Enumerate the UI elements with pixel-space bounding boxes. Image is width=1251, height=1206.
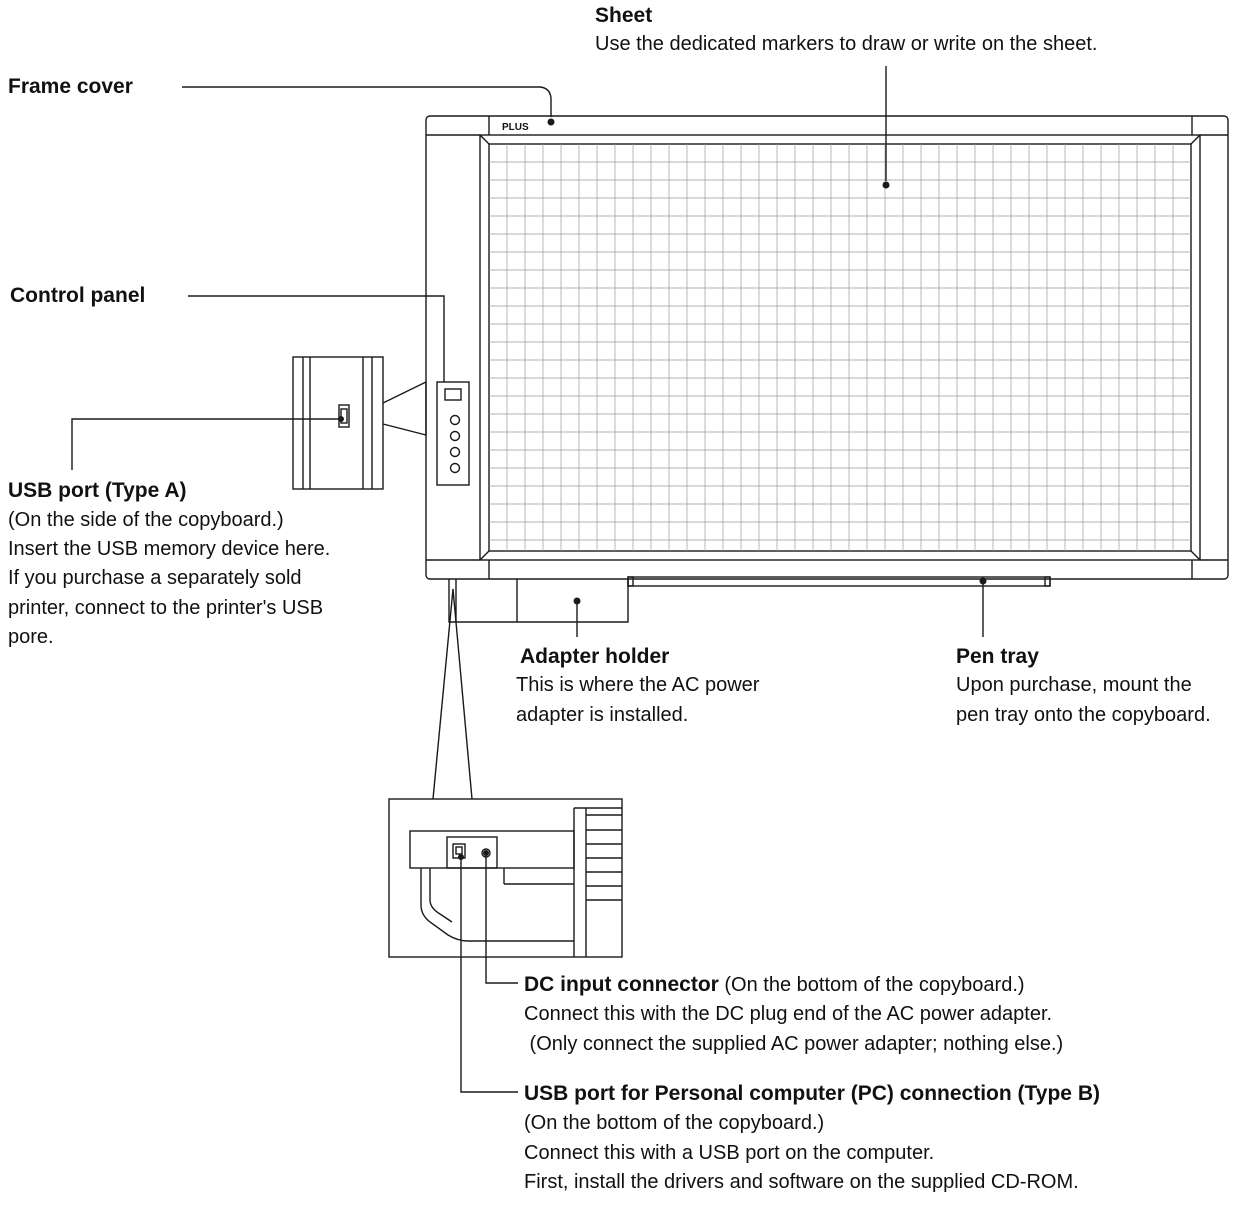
adapter-holder (448, 579, 629, 623)
adapter-holder-line: This is where the AC power (516, 674, 760, 696)
sheet-area (488, 143, 1192, 552)
brand-logo: PLUS (502, 122, 529, 133)
dc-input-line: Connect this with the DC plug end of the… (524, 1003, 1053, 1025)
control-panel-display (444, 388, 462, 401)
dc-input-note: (On the bottom of the copyboard.) (718, 974, 1025, 996)
usb-type-b-port-icon (446, 836, 498, 869)
pen-tray-line: pen tray onto the copyboard. (956, 704, 1211, 726)
adapter-holder-line: adapter is installed. (516, 704, 689, 726)
control-button (449, 446, 461, 458)
usb-type-a-line: pore. (8, 626, 54, 648)
sheet-desc: Use the dedicated markers to draw or wri… (595, 33, 1098, 55)
dc-input-heading: DC input connector (On the bottom of the… (524, 972, 1025, 998)
control-button (449, 462, 461, 474)
usb-type-a-line: If you purchase a separately sold (8, 567, 302, 589)
adapter-holder-title: Adapter holder (520, 645, 670, 668)
usb-type-b-line: First, install the drivers and software … (524, 1171, 1079, 1193)
bottom-detail-inset (388, 798, 623, 958)
control-button (449, 414, 461, 426)
pen-tray-line: Upon purchase, mount the (956, 674, 1192, 696)
usb-type-a-line: Insert the USB memory device here. (8, 538, 331, 560)
usb-type-b-line: Connect this with a USB port on the comp… (524, 1142, 935, 1164)
usb-type-b-line: (On the bottom of the copyboard.) (524, 1112, 825, 1134)
control-panel-title: Control panel (10, 284, 146, 307)
dc-input-title: DC input connector (524, 973, 719, 996)
board-inner-border (479, 134, 1201, 561)
usb-type-a-line: (On the side of the copyboard.) (8, 509, 284, 531)
frame-cover-title: Frame cover (8, 75, 133, 98)
control-button (449, 430, 461, 442)
sheet-title: Sheet (595, 4, 653, 27)
usb-type-a-title: USB port (Type A) (8, 479, 187, 502)
usb-type-b-title: USB port for Personal computer (PC) conn… (524, 1082, 1100, 1105)
control-panel (436, 381, 470, 486)
board-frame (425, 115, 1229, 580)
pen-tray-title: Pen tray (956, 645, 1039, 668)
usb-side-detail (292, 356, 384, 490)
dc-input-line: (Only connect the supplied AC power adap… (524, 1033, 1064, 1055)
sheet-grid (489, 144, 1191, 551)
usb-type-a-port-icon (338, 404, 350, 428)
usb-type-a-line: printer, connect to the printer's USB (8, 597, 324, 619)
